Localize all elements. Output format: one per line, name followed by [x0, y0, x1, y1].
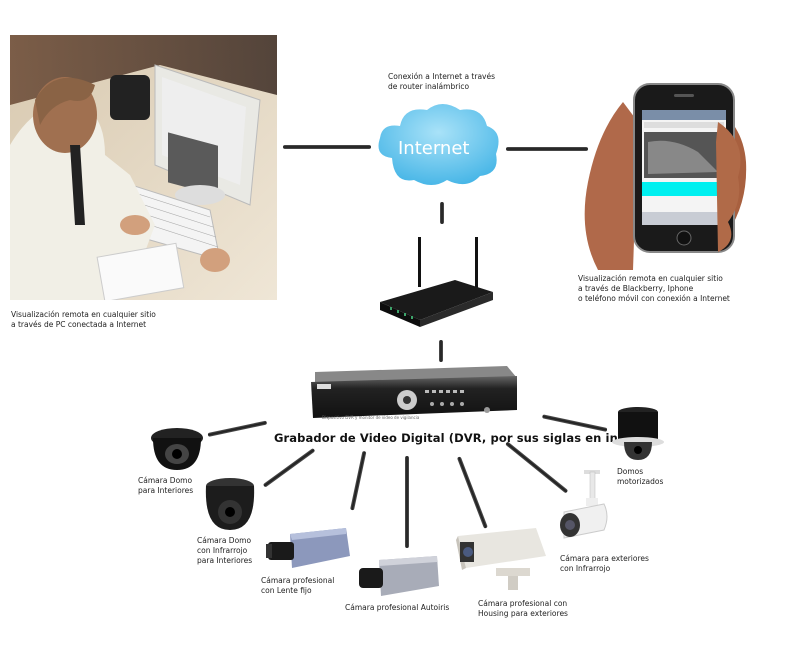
dvr-title: Grabador de Video Digital (DVR, por sus … — [274, 431, 651, 445]
camera-motorized-dome-icon[interactable] — [612, 406, 664, 460]
camera-outdoor-ir-icon[interactable] — [558, 468, 610, 546]
smartphone-image — [578, 82, 750, 270]
camera-pro-housing-label: Cámara profesional con Housing para exte… — [478, 599, 568, 618]
internet-cloud-icon[interactable] — [372, 98, 504, 190]
camera-dome-indoor-icon[interactable] — [148, 424, 206, 472]
camera-pro-fixed-lens-icon[interactable] — [266, 526, 350, 570]
camera-pro-autoiris-label: Cámara profesional Autoiris — [345, 603, 450, 612]
camera-dome-ir-indoor-icon[interactable] — [202, 476, 258, 532]
router-icon[interactable] — [375, 232, 495, 327]
camera-pro-housing-icon[interactable] — [456, 528, 550, 592]
edge-internet-smartphone — [506, 147, 588, 151]
edge-dvr-autoiris — [405, 456, 409, 548]
camera-motorized-dome-label: Domos motorizados — [617, 467, 664, 486]
dvr-device-icon[interactable] — [307, 362, 519, 418]
edge-dvr-fixed-lens — [350, 450, 367, 511]
pc-user-caption: Visualización remota en cualquier sitio … — [11, 310, 156, 329]
edge-dvr-dome-ir — [262, 447, 316, 488]
dvr-caption: Dispositivo DVR y monitor de video de vi… — [322, 415, 420, 420]
edge-router-dvr — [439, 340, 443, 362]
camera-outdoor-ir-label: Cámara para exteriores con Infrarrojo — [560, 554, 649, 573]
camera-dome-indoor-label: Cámara Domo para Interiores — [138, 476, 194, 495]
internet-caption: Conexión a Internet a través de router i… — [388, 72, 496, 91]
edge-internet-router — [440, 202, 444, 224]
camera-dome-ir-indoor-label: Cámara Domo con Infrarrojo para Interior… — [197, 536, 253, 565]
smartphone-caption: Visualización remota en cualquier sitio … — [578, 274, 730, 303]
camera-pro-fixed-lens-label: Cámara profesional con Lente fijo — [261, 576, 335, 595]
edge-dvr-housing — [456, 456, 488, 529]
pc-user-image — [10, 35, 277, 300]
edge-dvr-dome-indoor — [207, 420, 268, 437]
edge-dvr-motorized — [542, 414, 608, 432]
internet-label: Internet — [398, 138, 470, 159]
edge-pc-internet — [283, 145, 371, 149]
camera-pro-autoiris-icon[interactable] — [357, 554, 441, 598]
